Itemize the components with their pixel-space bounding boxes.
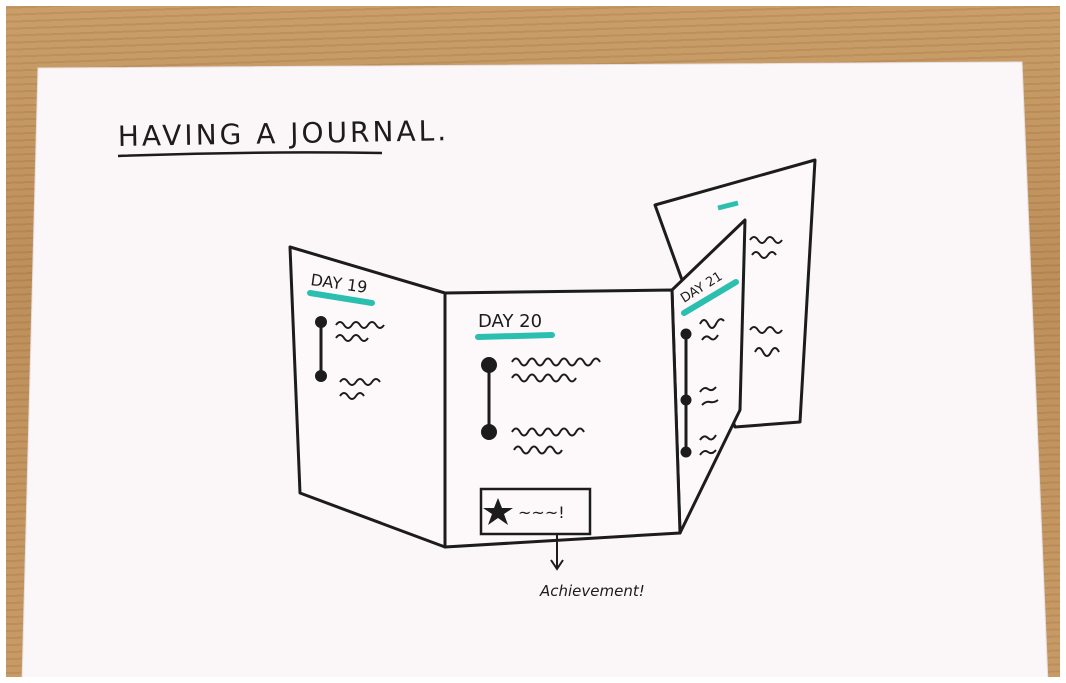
timeline-dot-icon [681,329,692,340]
timeline-dot-icon [481,424,497,440]
timeline-dot-icon [681,447,692,458]
timeline-dot-icon [315,370,327,382]
day20-label: DAY 20 [478,311,542,332]
day20-highlight [478,335,552,337]
timeline-dot-icon [481,357,497,373]
page-title: HAVING A JOURNAL. [118,114,450,153]
achievement-callout-label: Achievement! [539,582,645,600]
timeline-dot-icon [315,316,327,328]
achievement-text: ~~~! [518,503,565,522]
timeline-dot-icon [681,395,692,406]
